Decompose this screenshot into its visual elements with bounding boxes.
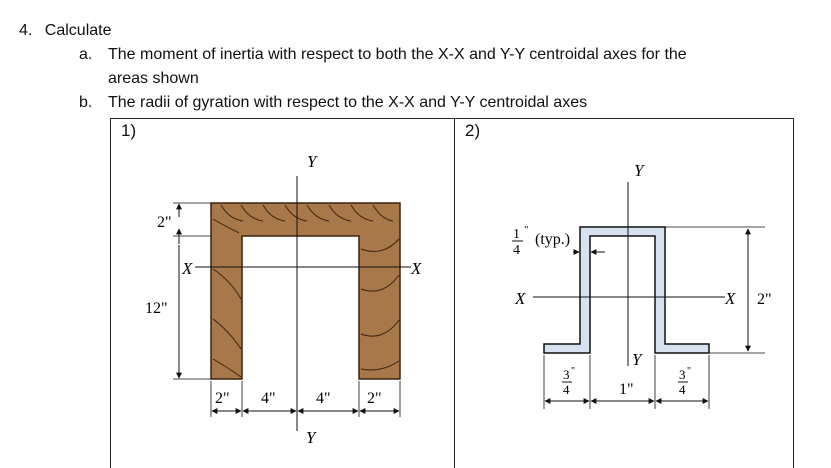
thickness-inch: " — [524, 224, 529, 236]
problem-number: 4. — [19, 22, 33, 39]
part-b-marker: b. — [79, 94, 93, 111]
figure-1-label: 1) — [121, 121, 137, 140]
dim-bottom-label-4: 2" — [367, 390, 382, 407]
dim-bottom-label-2: 4" — [261, 390, 276, 407]
y-axis-label-top: Y — [307, 152, 318, 171]
y-axis-label-top: Y — [634, 161, 645, 180]
flange-left-num: 3 — [563, 367, 570, 382]
wood-grain — [212, 204, 400, 378]
dim-12-label: 12" — [145, 300, 168, 317]
thickness-den: 4 — [513, 243, 520, 258]
hat-section — [543, 226, 710, 354]
problem-heading: 4. Calculate — [19, 21, 112, 41]
figure-2-drawing: Y Y X X 2" 1 4 " (typ.) 3 " 4 1" — [512, 161, 772, 409]
flange-right-den: 4 — [679, 382, 686, 397]
flange-left-inch: " — [571, 366, 575, 377]
part-a-marker: a. — [79, 46, 93, 63]
x-axis-label-right: X — [724, 289, 736, 308]
flange-right-inch: " — [687, 366, 691, 377]
thickness-note: 1 4 " (typ.) — [512, 224, 570, 258]
figure-1-drawing: Y Y X X 2" 12" 2" 4" 4" 2" — [145, 152, 422, 447]
y-axis-label-bottom: Y — [306, 428, 317, 447]
x-axis-label-right: X — [410, 259, 422, 278]
channel-section — [210, 202, 401, 380]
thickness-num: 1 — [513, 227, 520, 242]
x-axis-label-left: X — [181, 259, 193, 278]
figure-2-panel: 2) Y Y X X 2" 1 4 " (typ.) — [454, 118, 794, 468]
problem-title: Calculate — [44, 22, 112, 39]
flange-right-num: 3 — [679, 367, 686, 382]
dim-2-label: 2" — [157, 214, 172, 231]
figure-1-panel: 1) Y Y — [110, 118, 456, 468]
figure-2-label: 2) — [465, 121, 481, 140]
flange-left-den: 4 — [563, 382, 570, 397]
x-axis-label-left: X — [514, 289, 526, 308]
part-a-text-line2: areas shown — [108, 70, 199, 87]
part-a-text-line1: The moment of inertia with respect to bo… — [108, 46, 687, 63]
dim-bottom-label-3: 4" — [316, 390, 331, 407]
dim-bottom-label-1: 2" — [215, 390, 230, 407]
thickness-typ: (typ.) — [535, 231, 570, 248]
y-axis-label-bottom: Y — [632, 350, 643, 369]
part-b-text: The radii of gyration with respect to th… — [108, 94, 588, 111]
inner-dim-label: 1" — [619, 381, 634, 398]
height-dim-label: 2" — [757, 291, 772, 308]
